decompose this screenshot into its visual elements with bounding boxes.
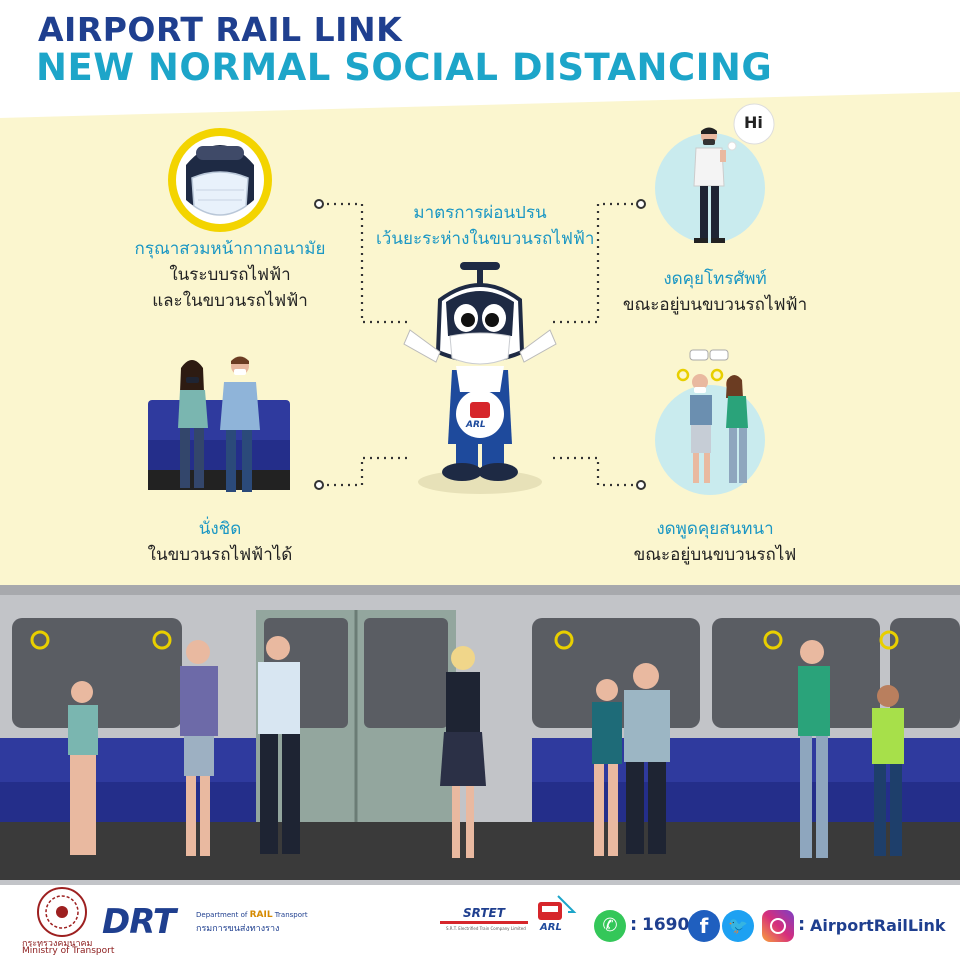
tip-phone-line-1: งดคุยโทรศัพท์ xyxy=(663,269,767,289)
connector-phone xyxy=(548,202,640,324)
social-handle[interactable]: AirportRailLink xyxy=(810,916,946,935)
tip-talk-line-2: ขณะอยู่บนขบวนรถไฟ xyxy=(633,545,797,565)
connector-dots xyxy=(314,199,646,490)
instagram-lens xyxy=(770,918,786,934)
phone-illustration xyxy=(655,103,775,243)
tip-sit: นั่งชิด ในขบวนรถไฟฟ้าได้ xyxy=(120,516,320,568)
hotline-sep: : xyxy=(630,914,638,935)
facebook-icon[interactable]: f xyxy=(688,910,720,942)
passengers xyxy=(68,636,904,858)
drt-th: กรมการขนส่งทางราง xyxy=(196,924,280,934)
drt-en-2: RAIL xyxy=(249,910,273,920)
sit-illustration xyxy=(148,356,290,492)
drt-en: Department of RAIL Transport xyxy=(196,910,308,920)
tip-mask-line-3: และในขบวนรถไฟฟ้า xyxy=(152,291,308,311)
tip-talk: งดพูดคุยสนทนา ขณะอยู่บนขบวนรถไฟ xyxy=(600,516,830,568)
drt-en-3: Transport xyxy=(274,911,308,919)
drt-en-1: Department of xyxy=(196,911,248,919)
srtet-logo: SRTET xyxy=(440,906,528,924)
tip-mask: กรุณาสวมหน้ากากอนามัย ในระบบรถไฟฟ้า และใ… xyxy=(100,236,360,314)
center-heading: มาตรการผ่อนปรน เว้นยะระห่างในขบวนรถไฟฟ้า xyxy=(376,200,595,252)
instagram-icon[interactable] xyxy=(762,910,794,942)
drt-logo: DRT xyxy=(102,902,176,942)
center-heading-line-2: เว้นยะระห่างในขบวนรถไฟฟ้า xyxy=(376,229,595,249)
tip-phone-line-2: ขณะอยู่บนขบวนรถไฟฟ้า xyxy=(622,295,808,315)
tip-phone: งดคุยโทรศัพท์ ขณะอยู่บนขบวนรถไฟฟ้า xyxy=(600,266,830,318)
connector-sit xyxy=(320,456,412,487)
arl-footer-logo xyxy=(538,895,577,920)
tip-mask-line-2: ในระบบรถไฟฟ้า xyxy=(169,265,291,285)
mask-illustration xyxy=(168,128,272,232)
dotted-connectors xyxy=(320,202,640,487)
tip-sit-line-2: ในขบวนรถไฟฟ้าได้ xyxy=(147,545,293,565)
hotline-number: 1690 xyxy=(642,915,690,935)
ministry-name-en: Ministry of Transport xyxy=(22,946,115,956)
train-interior xyxy=(0,585,960,885)
ministry-seal xyxy=(37,887,87,937)
connector-mask xyxy=(320,202,412,324)
title-line-2: NEW NORMAL SOCIAL DISTANCING xyxy=(36,46,773,89)
tip-talk-line-1: งดพูดคุยสนทนา xyxy=(656,519,774,539)
whatsapp-icon[interactable]: ✆ xyxy=(594,910,626,942)
phone-bubble-text: Hi xyxy=(744,113,763,132)
twitter-icon[interactable]: 🐦 xyxy=(722,910,754,942)
center-heading-line-1: มาตรการผ่อนปรน xyxy=(413,203,547,223)
title-line-1: AIRPORT RAIL LINK xyxy=(38,10,403,49)
connector-talk xyxy=(548,456,640,487)
tip-sit-line-1: นั่งชิด xyxy=(198,519,242,539)
srtet-sub: S.R.T. Electrified Train Company Limited xyxy=(446,926,526,931)
ministry-name-th: กระทรวงคมนาคม xyxy=(22,939,93,949)
social-sep: : xyxy=(798,914,806,935)
tip-mask-line-1: กรุณาสวมหน้ากากอนามัย xyxy=(134,239,326,259)
mascot-badge: ARL xyxy=(466,420,486,430)
arl-mascot xyxy=(403,262,557,494)
talk-illustration xyxy=(655,349,765,495)
arl-logo-text: ARL xyxy=(540,922,562,933)
